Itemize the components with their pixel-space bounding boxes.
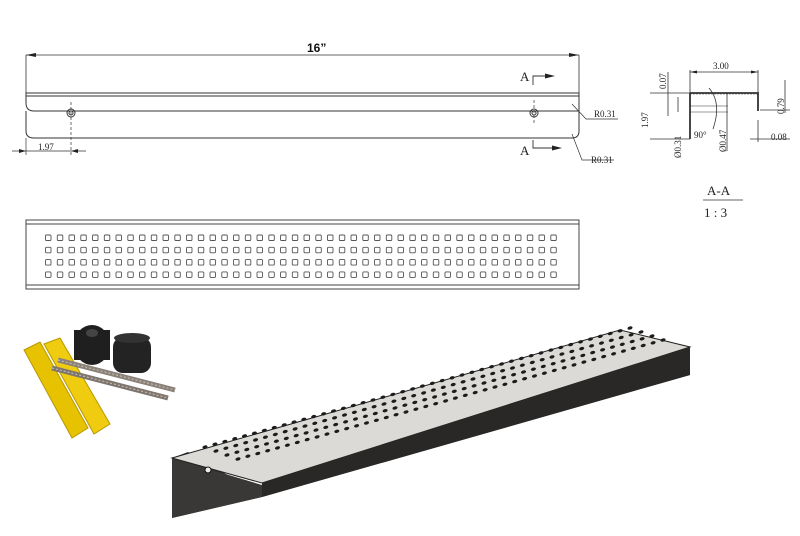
hole-dia-small-label: Ø0.31 [673, 136, 683, 158]
lip-thickness-label: 0.08 [771, 132, 787, 142]
section-view [650, 70, 790, 151]
section-width-label: 3.00 [713, 61, 729, 71]
hole-offset-label: 1.97 [38, 142, 54, 152]
section-mark-bottom: A [520, 143, 530, 158]
section-title: A-A [707, 183, 731, 198]
hardware-kit [23, 325, 176, 439]
angle-label: 90° [694, 130, 707, 140]
thickness-label: 0.07 [658, 73, 668, 89]
top-view [25, 219, 580, 290]
perforation-grid [45, 234, 557, 278]
radius-top-label: R0.31 [594, 109, 616, 119]
radius-bottom-label: R0.31 [591, 155, 613, 165]
height-label: 1.97 [640, 112, 650, 128]
overall-length-label: 16” [307, 41, 326, 55]
hole-dia-large-label: Ø0.47 [718, 129, 728, 152]
lip-height-label: 0.79 [776, 98, 786, 114]
front-view [12, 53, 618, 161]
shelf-render-3d [170, 326, 692, 518]
section-scale: 1 : 3 [704, 205, 727, 220]
render-perforations [202, 326, 666, 461]
section-mark-top: A [520, 69, 530, 84]
